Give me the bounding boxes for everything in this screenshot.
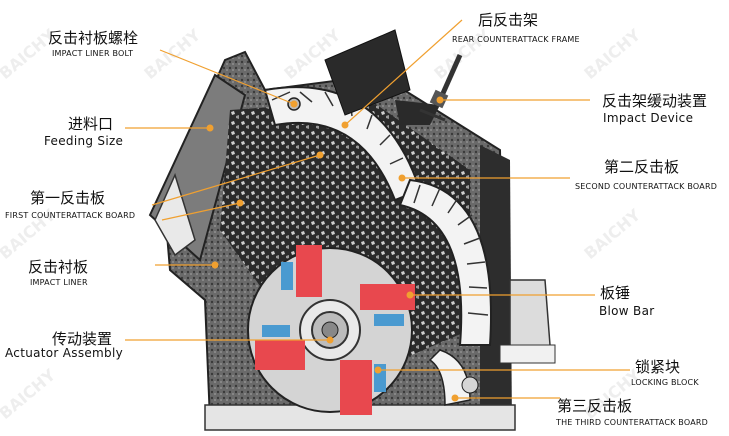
- label-first-board-en: FIRST COUNTERATTACK BOARD: [5, 211, 136, 220]
- label-rear-frame-cn: 后反击架: [478, 11, 539, 29]
- svg-text:BAICHY: BAICHY: [580, 205, 644, 263]
- label-second-board-en: SECOND COUNTERATTACK BOARD: [575, 182, 718, 191]
- svg-text:BAICHY: BAICHY: [580, 25, 644, 83]
- second-counterattack-board: [398, 178, 492, 346]
- label-impact-liner-en: IMPACT LINER: [30, 278, 88, 287]
- svg-text:BAICHY: BAICHY: [140, 25, 204, 83]
- blow-bar: [340, 360, 372, 415]
- label-feeding-size-en: Feeding Size: [44, 134, 124, 148]
- locking-block: [262, 325, 290, 337]
- blow-bar: [360, 284, 415, 310]
- label-third-board-cn: 第三反击板: [557, 397, 633, 415]
- svg-text:BAICHY: BAICHY: [430, 25, 494, 83]
- label-locking-block-cn: 锁紧块: [635, 358, 681, 376]
- label-first-board-cn: 第一反击板: [30, 189, 106, 207]
- label-impact-device-cn: 反击架缓动装置: [602, 92, 708, 110]
- label-actuator-en: Actuator Assembly: [5, 346, 123, 360]
- label-impact-liner-cn: 反击衬板: [28, 258, 89, 276]
- svg-text:BAICHY: BAICHY: [0, 365, 59, 423]
- label-feeding-size-cn: 进料口: [68, 115, 114, 133]
- rear-frame-bracket: [324, 29, 440, 125]
- label-impact-liner-bolt-en: IMPACT LINER BOLT: [52, 49, 134, 58]
- locking-block: [281, 262, 293, 290]
- label-actuator-cn: 传动装置: [52, 330, 113, 348]
- label-impact-liner-bolt-cn: 反击衬板螺栓: [48, 29, 139, 47]
- leader-dots: [206, 96, 459, 402]
- label-second-board-cn: 第二反击板: [604, 158, 680, 176]
- third-counterattack-board: [428, 349, 479, 406]
- label-rear-frame-en: REAR COUNTERATTACK FRAME: [452, 35, 580, 44]
- locking-block: [374, 314, 404, 326]
- label-locking-block-en: LOCKING BLOCK: [631, 378, 699, 387]
- leader-lines: [125, 19, 630, 399]
- blow-bars: [255, 245, 415, 415]
- label-blow-bar-en: Blow Bar: [599, 304, 655, 318]
- blow-bar: [296, 245, 322, 297]
- label-blow-bar-cn: 板锤: [600, 284, 631, 302]
- blow-bar: [255, 340, 305, 370]
- label-third-board-en: THE THIRD COUNTERATTACK BOARD: [556, 418, 708, 427]
- label-impact-device-en: Impact Device: [603, 111, 694, 125]
